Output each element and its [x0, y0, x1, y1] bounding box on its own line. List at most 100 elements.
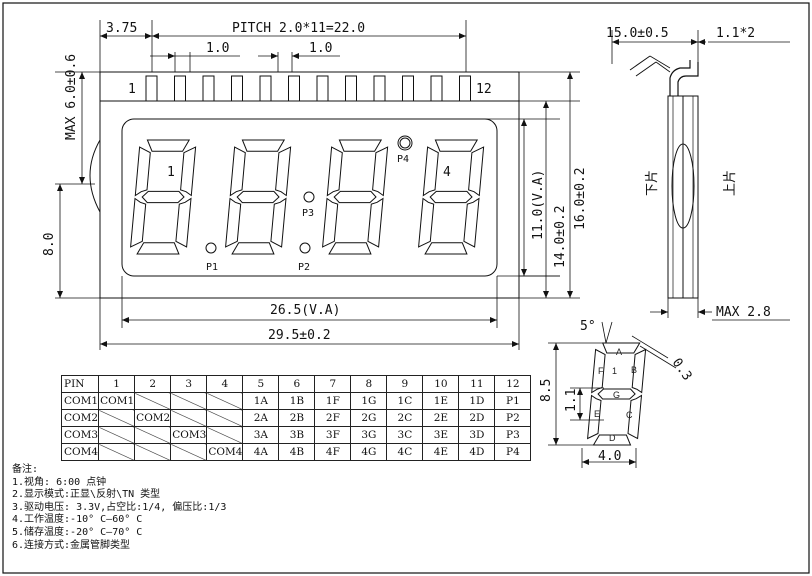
- view-area: [121, 118, 498, 277]
- side-pin: [669, 60, 691, 96]
- lcd-body-outline: [99, 71, 520, 299]
- decimal-points: [205, 135, 413, 254]
- table-cell: [206, 409, 244, 427]
- segment-detail: [587, 342, 647, 446]
- seg-label-g: G: [613, 390, 620, 400]
- digit-1-seg-f: [134, 146, 151, 197]
- digit-2-seg-g: [236, 190, 280, 204]
- table-cell: 3B: [278, 426, 316, 444]
- dim-1-0-a: 1.0: [206, 41, 229, 56]
- table-cell: 1B: [278, 392, 316, 410]
- table-cell: [134, 426, 172, 444]
- table-cell: 3C: [386, 426, 424, 444]
- table-cell: 2D: [458, 409, 496, 427]
- table-cell: [134, 443, 172, 461]
- digit-label-1: 1: [167, 165, 175, 180]
- detail-digit-seg-d: [592, 434, 632, 446]
- dp-p4-ring: [397, 135, 413, 151]
- table-cell: 3E: [422, 426, 460, 444]
- pin-5: [259, 75, 272, 102]
- table-header-2: 2: [134, 375, 172, 393]
- table-cell: COM1: [98, 392, 136, 410]
- seg-label-e: E: [594, 409, 600, 419]
- table-header-12: 12: [494, 375, 532, 393]
- table-cell: 3G: [350, 426, 388, 444]
- table-cell: 2E: [422, 409, 460, 427]
- digit-2: [225, 139, 292, 255]
- pin-12: [459, 75, 471, 102]
- dim-max-2-8: MAX 2.8: [716, 305, 771, 320]
- table-cell: [170, 443, 208, 461]
- top-dimensions: [99, 20, 467, 72]
- table-cell: [206, 426, 244, 444]
- digit-3-seg-f: [326, 146, 343, 197]
- side-seal: [671, 143, 695, 229]
- table-cell: 1G: [350, 392, 388, 410]
- pin-6: [288, 75, 300, 102]
- digit-1-seg-g: [141, 190, 185, 204]
- table-cell: [134, 392, 172, 410]
- dim-14: 14.0±0.2: [553, 205, 568, 268]
- note-item-4: 4.工作温度:-10° C—60° C: [12, 514, 143, 526]
- glass-edge-bulge: [89, 139, 101, 213]
- table-header-pin: PIN: [60, 375, 100, 393]
- pin-10: [402, 75, 414, 102]
- digit-3-seg-c: [367, 197, 384, 248]
- table-cell: 4E: [422, 443, 460, 461]
- dim-8-5: 8.5: [539, 379, 554, 402]
- detail-digit-seg-a: [601, 342, 641, 354]
- table-cell: P1: [494, 392, 532, 410]
- detail-digit: [587, 342, 647, 446]
- pin-row: [145, 75, 471, 102]
- dim-1-1-x2: 1.1*2: [716, 26, 755, 41]
- table-header-6: 6: [278, 375, 316, 393]
- table-header-4: 4: [206, 375, 244, 393]
- digit-1: [130, 139, 197, 255]
- table-cell: COM4: [206, 443, 244, 461]
- note-item-6: 6.连接方式:金属管脚类型: [12, 539, 131, 551]
- upper-glass-label: 上片: [723, 170, 738, 196]
- digit-1-seg-e: [130, 197, 147, 248]
- dim-11-va: 11.0(V.A): [531, 170, 546, 240]
- table-cell: 4D: [458, 443, 496, 461]
- right-dimensions: [405, 71, 580, 299]
- table-cell: P4: [494, 443, 532, 461]
- digit-label-4: 4: [443, 165, 451, 180]
- seg-label-d: D: [609, 433, 616, 443]
- note-item-2: 2.显示模式:正显\反射\TN 类型: [12, 489, 161, 501]
- pin-11: [430, 75, 443, 102]
- dim-15: 15.0±0.5: [606, 26, 669, 41]
- table-cell: 2B: [278, 409, 316, 427]
- notes-title: 备注:: [12, 464, 39, 475]
- seg-label-c: C: [626, 410, 633, 420]
- digit-3: [322, 139, 389, 255]
- dim-1-0-b: 1.0: [309, 41, 332, 56]
- table-cell: [98, 426, 136, 444]
- table-cell: COM3: [170, 426, 208, 444]
- table-cell: 3D: [458, 426, 496, 444]
- front-view: [89, 71, 520, 299]
- digit-3-seg-b: [372, 146, 389, 197]
- table-header-11: 11: [458, 375, 496, 393]
- dp-label-p1: P1: [206, 262, 218, 273]
- digit-1-seg-b: [180, 146, 197, 197]
- dim-1-1: 1.1: [564, 389, 579, 412]
- table-cell: 2F: [314, 409, 352, 427]
- table-cell: 4G: [350, 443, 388, 461]
- note-item-1: 1.视角: 6:00 点钟: [12, 476, 107, 488]
- table-cell: 1F: [314, 392, 352, 410]
- table-cell: 3F: [314, 426, 352, 444]
- bottom-dimensions: [99, 276, 520, 350]
- table-cell: 4B: [278, 443, 316, 461]
- table-cell: 1E: [422, 392, 460, 410]
- dim-29-5: 29.5±0.2: [268, 328, 331, 343]
- digit-2-seg-d: [231, 242, 275, 255]
- side-view: [629, 55, 699, 299]
- notes: 备注: 1.视角: 6:00 点钟 2.显示模式:正显\反射\TN 类型 3.驱…: [12, 464, 372, 552]
- pin-3: [202, 75, 215, 102]
- table-header-8: 8: [350, 375, 388, 393]
